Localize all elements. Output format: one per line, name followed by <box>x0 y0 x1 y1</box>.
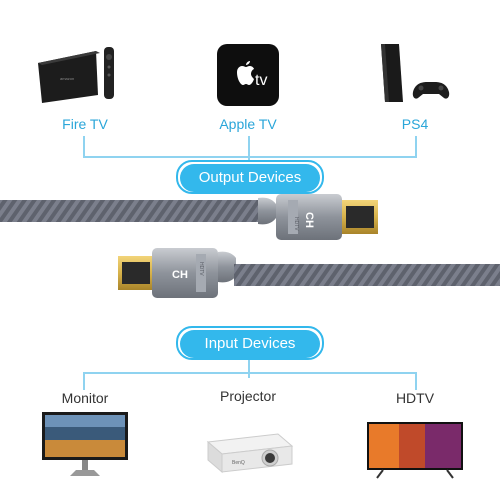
fire-tv-box-icon: amazon <box>38 47 114 103</box>
svg-text:BenQ: BenQ <box>232 460 245 466</box>
output-devices-pill-outline <box>176 160 324 194</box>
projector-label: Projector <box>219 388 277 404</box>
output-devices-heading: Output Devices <box>180 164 320 192</box>
upper-connector-logo: CH <box>303 212 315 228</box>
hdtv-label: HDTV <box>395 390 435 406</box>
input-devices-pill-outline <box>176 326 324 360</box>
monitor-icon <box>42 412 128 476</box>
input-devices-heading: Input Devices <box>180 330 320 358</box>
hdtv-icon <box>367 422 463 479</box>
input-bracket-center <box>248 360 250 378</box>
lower-connector-text: HDTV <box>198 262 204 276</box>
apple-tv-label: Apple TV <box>219 116 277 132</box>
hdmi-cable-illustration: HDTV CH HDTV CH <box>0 194 500 298</box>
output-bracket-right <box>248 136 417 158</box>
svg-text:amazon: amazon <box>60 76 74 81</box>
monitor-label: Monitor <box>61 390 109 406</box>
ps4-console-icon <box>381 44 450 102</box>
lower-connector-logo: CH <box>172 269 188 281</box>
fire-tv-label: Fire TV <box>62 116 108 132</box>
ps4-label: PS4 <box>401 116 429 132</box>
input-bracket-left <box>83 372 250 390</box>
projector-icon: BenQ <box>206 433 294 474</box>
output-bracket-center <box>248 136 250 162</box>
output-bracket-left <box>83 136 250 158</box>
apple-tv-logo-text: tv <box>255 72 267 89</box>
upper-connector-text: HDTV <box>293 217 299 231</box>
input-bracket-right <box>248 372 417 390</box>
apple-tv-box-icon: tv <box>217 44 279 106</box>
